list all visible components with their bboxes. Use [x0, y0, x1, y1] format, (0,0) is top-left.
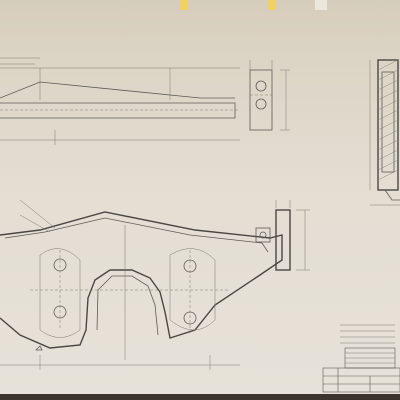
binder-clips [180, 0, 327, 10]
detail-view [370, 189, 400, 206]
clip-right [315, 0, 327, 10]
top-view [0, 67, 240, 145]
title-block [322, 367, 400, 393]
end-block-view [249, 60, 290, 131]
leader-lines [0, 57, 56, 233]
notes-block [340, 324, 396, 369]
side-clamp [255, 200, 310, 271]
front-view-bracket [0, 211, 283, 370]
section-view-right [369, 59, 399, 191]
sheet-bottom-edge [0, 394, 400, 400]
clip-left [180, 0, 188, 10]
clip-middle [268, 0, 276, 10]
